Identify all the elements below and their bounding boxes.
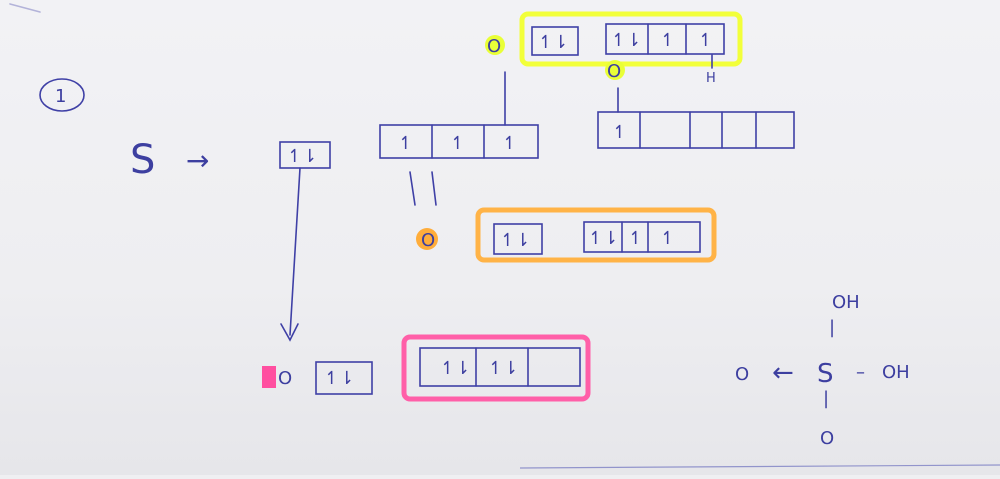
reaction-arrow: →	[186, 144, 209, 177]
pink-oxygen-label: O	[278, 368, 292, 389]
pink-oxygen-marker	[262, 366, 276, 388]
corner-scribble	[9, 3, 41, 13]
formula-sulfur: S	[817, 359, 834, 389]
formula-right-oh: OH	[882, 362, 910, 383]
orange-o-2s-electrons: ↿⇂	[500, 230, 530, 251]
orange-o-2p-electrons-3: ↿	[660, 228, 675, 249]
yellow-o-2s-electrons: ↿⇂	[538, 32, 568, 53]
yellow-highlight-frame	[519, 11, 743, 67]
element-symbol: S	[130, 137, 155, 183]
bond-line	[409, 171, 416, 206]
yellow-o-2p-electrons-1: ↿⇂	[611, 30, 641, 51]
yellow-oxygen-label-2: O	[607, 61, 621, 82]
yellow-oxygen-marker	[485, 35, 505, 55]
yellow-o-2p-electrons-2: ↿	[660, 30, 675, 51]
s-3p-electron-1: ↿	[398, 133, 413, 154]
pink-o-2p-electrons-2: ↿⇂	[488, 358, 518, 379]
bond-line	[431, 171, 437, 206]
pink-o-2s-electrons: ↿⇂	[324, 368, 354, 389]
orange-o-2p-electrons-1: ↿⇂	[588, 228, 618, 249]
yellow-o-2p-electrons-3: ↿	[698, 30, 713, 51]
page-ruling-line	[519, 464, 1000, 469]
formula-bond-right: –	[856, 362, 865, 383]
formula-dative-arrow: ←	[772, 358, 794, 388]
hydrogen-label: H	[706, 71, 716, 86]
pink-highlight-frame	[401, 334, 591, 402]
yellow-o-2s-box	[531, 26, 579, 56]
formula-oxygen-left: O	[735, 364, 749, 385]
step-circle	[39, 78, 85, 112]
arrow-head-to-oxygen	[280, 323, 299, 342]
formula-bond-top: |	[829, 317, 835, 338]
s-3p-electron-2: ↿	[450, 133, 465, 154]
pink-o-2p-box	[419, 347, 581, 387]
pink-o-2s-box	[315, 361, 373, 395]
s-3d-electron-1: ↿	[612, 122, 627, 143]
s-orbital-3s-electrons: ↿⇂	[287, 146, 317, 167]
s-orbital-3p	[379, 124, 539, 159]
formula-top-oh: OH	[832, 292, 860, 313]
step-number: 1	[55, 86, 66, 107]
orange-oxygen-label: O	[421, 230, 435, 251]
yellow-o-2p-box	[605, 23, 725, 55]
s-orbital-3d	[597, 111, 795, 149]
arrow-line-to-oxygen	[289, 167, 301, 336]
orange-o-2s-box	[493, 223, 543, 255]
orange-oxygen-marker	[416, 228, 438, 250]
orange-o-2p-box	[583, 221, 701, 253]
s-3p-electron-3: ↿	[502, 133, 517, 154]
formula-bond-bottom: |	[823, 388, 829, 409]
s-orbital-3s	[279, 141, 331, 169]
orange-highlight-frame	[475, 207, 717, 263]
pink-o-2p-electrons-1: ↿⇂	[440, 358, 470, 379]
yellow-oxygen-label: O	[487, 36, 501, 57]
orange-o-2p-electrons-2: ↿	[628, 228, 643, 249]
formula-oxygen-bottom: O	[820, 428, 834, 449]
yellow-oxygen-marker-2	[605, 60, 625, 80]
